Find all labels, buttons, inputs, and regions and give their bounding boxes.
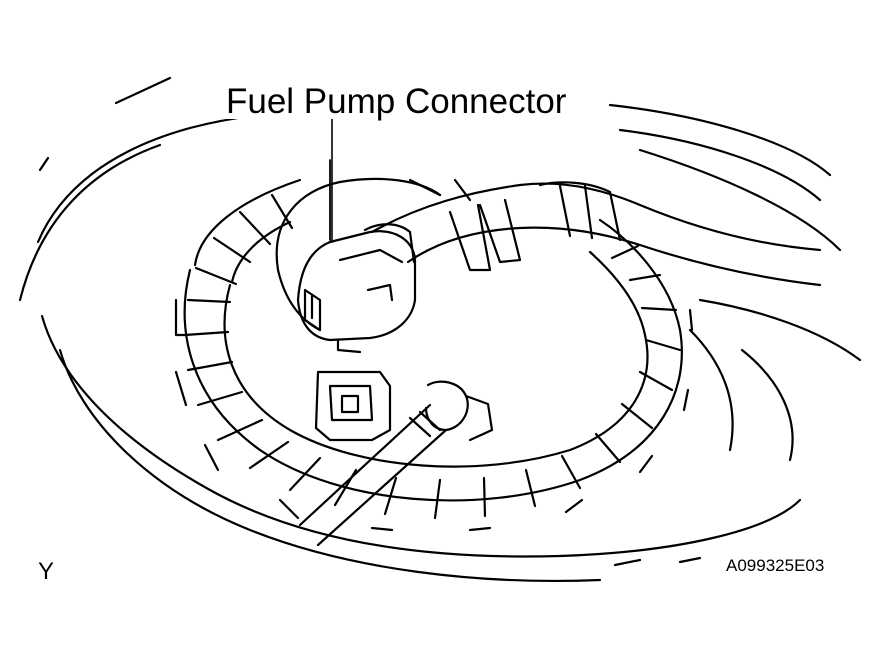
tank-outline [18,76,862,583]
callout-label-fuel-pump-connector: Fuel Pump Connector [222,84,571,119]
wire-harness [370,178,822,287]
pump-cylinder [275,159,442,332]
view-letter: Y [38,558,55,585]
return-hose [298,380,494,547]
outlet-fitting [314,370,392,442]
retaining-ring [174,178,694,532]
figure-id: A099325E03 [726,556,825,575]
fuel-pump-connector [296,223,417,354]
